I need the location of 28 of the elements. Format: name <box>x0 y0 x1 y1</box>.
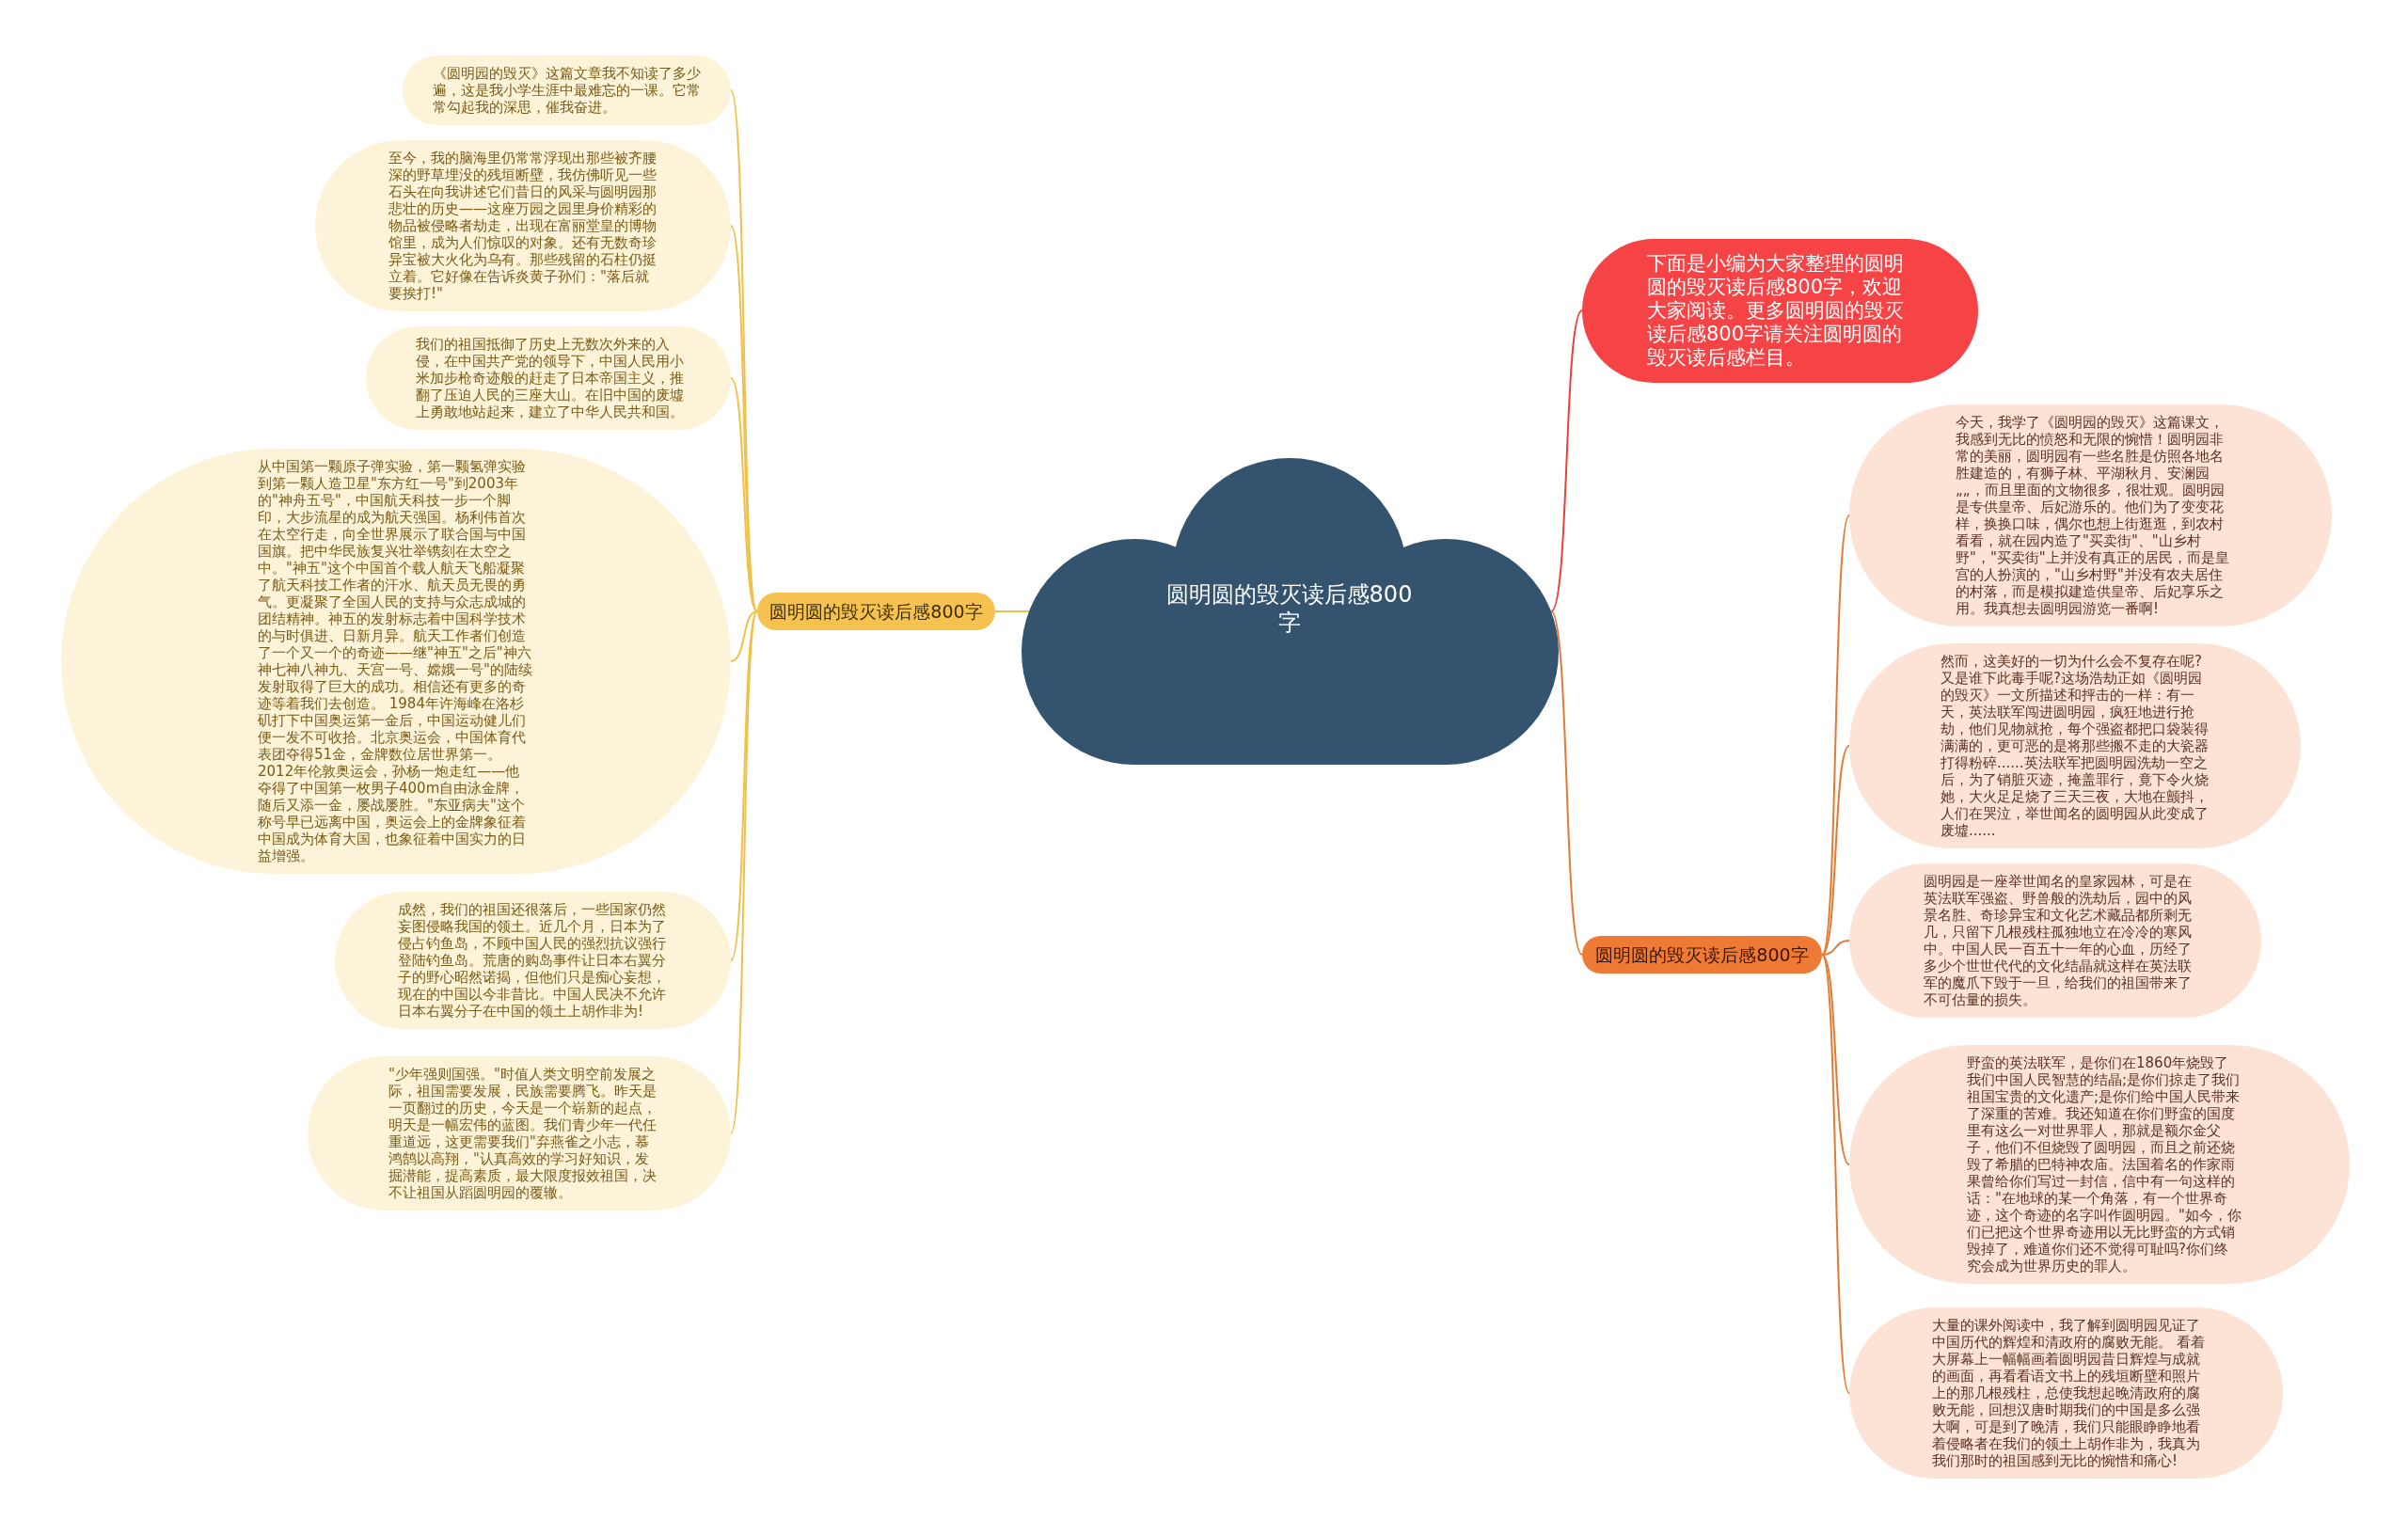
connector-line <box>1821 940 1850 956</box>
connector-line <box>1821 515 1850 956</box>
note-bubble: 然而，这美好的一切为什么会不复存在呢?又是谁下此毒手呢?这场浩劫正如《圆明园的毁灭》一文所描述和抨击的一样：有一天，英法联军闯进圆明园，疯狂地进行抢劫，他们见物就抢，每个强盗都把口袋装得满满的，更可恶的是将那些搬不走的大瓷器打得粉碎......英法联军把圆明园洗劫一空之后，为了销脏灭迹，掩盖罪行，竟下令火烧她，大火足足烧了三天三夜，大地在颤抖，人们在哭泣，举世闻名的圆明园从此变成了废墟...... <box>1849 643 2301 848</box>
connector-line <box>730 610 758 1134</box>
connector-line <box>730 610 758 961</box>
note-bubble: 至今，我的脑海里仍常常浮现出那些被齐腰深的野草埋没的残垣断壁，我仿佛听见一些石头在向我讲述它们昔日的风采与圆明园那悲壮的历史——这座万园之园里身价精彩的物品被侵略者劫走，出现在富丽堂皇的博物馆里，成为人们惊叹的对象。还有无数奇珍异宝被大火化为乌有。那些残留的石柱仍挺立着。它好像在告诉炎黄子孙们："落后就要挨打!" <box>315 140 731 311</box>
connector-line <box>1821 954 1850 1165</box>
connector-line <box>1821 745 1850 956</box>
note-bubble: 我们的祖国抵御了历史上无数次外来的入侵，在中国共产党的领导下，中国人民用小米加步枪奇迹般的赶走了日本帝国主义，推翻了压迫人民的三座大山。在旧中国的废墟上勇敢地站起来，建立了中华人民共和国。 <box>366 326 731 430</box>
connector-line <box>730 225 758 612</box>
branch-label: 圆明圆的毁灭读后感800字 <box>1582 936 1822 974</box>
note-bubble: 《圆明园的毁灭》这篇文章我不知读了多少遍，这是我小学生涯中最难忘的一课。它常常勾起我的深思，催我奋进。 <box>403 55 731 125</box>
connector-line <box>730 377 758 612</box>
connector-line <box>1821 954 1850 1394</box>
note-bubble: 成然，我们的祖国还很落后，一些国家仍然妄图侵略我国的领土。近几个月，日本为了侵占钓鱼岛，不顾中国人民的强烈抗议强行登陆钓鱼岛。荒唐的购岛事件让日本右翼分子的野心昭然诺揭，但他们只是痴心妄想，现在的中国以今非昔比。中国人民决不允许日本右翼分子在中国的领土上胡作非为! <box>335 892 731 1029</box>
topic-title: 圆明圆的毁灭读后感800字 <box>1164 580 1414 637</box>
note-bubble: 野蛮的英法联军，是你们在1860年烧毁了我们中国人民智慧的结晶;是你们掠走了我们祖国宝贵的文化遗产;是你们给中国人民带来了深重的苦难。我还知道在你们野蛮的国度里有这么一对世界罪人，那就是额尔金父子，他们不但烧毁了圆明园，而且之前还烧毁了希腊的巴特神农庙。法国着名的作家雨果曾给你们写过一封信，信中有一句这样的话："在地球的某一个角落，有一个世界奇迹，这个奇迹的名字叫作圆明园。"如今，你们已把这个世界奇迹用以无比野蛮的方式销毁掉了，难道你们还不觉得可耻吗?你们终究会成为世界历史的罪人。 <box>1849 1045 2350 1284</box>
note-bubble: 圆明园是一座举世闻名的皇家园林，可是在英法联军强盗、野兽般的洗劫后，园中的风景名胜、奇珍异宝和文化艺术藏品都所剩无几，只留下几根残柱孤独地立在冷冷的寒风中。中国人民一百五十一年的心血，历经了多少个世世代代的文化结晶就这样在英法联军的魔爪下毁于一旦，给我们的祖国带来了不可估量的损失。 <box>1849 863 2261 1018</box>
note-bubble: 今天，我学了《圆明园的毁灭》这篇课文，我感到无比的愤怒和无限的惋惜！圆明园非常的美丽，圆明园有一些名胜是仿照各地名胜建造的，有狮子林、平湖秋月、安澜园„„，而且里面的文物很多，很壮观。圆明园是专供皇帝、后妃游乐的。他们为了变变花样，换换口味，偶尔也想上街逛逛，到农村看看，就在园内造了"买卖街"、"山乡村野"，"买卖街"上并没有真正的居民，而是皇宫的人扮演的，"山乡村野"并没有农夫居住的村落，而是模拟建造供皇帝、后妃享乐之用。我真想去圆明园游览一番啊! <box>1849 404 2332 626</box>
branch-label: 圆明圆的毁灭读后感800字 <box>757 593 995 630</box>
connector-line <box>1550 610 1583 956</box>
connector-line <box>994 610 1030 612</box>
intro-bubble: 下面是小编为大家整理的圆明圆的毁灭读后感800字，欢迎大家阅读。更多圆明圆的毁灭读后感800字请关注圆明圆的毁灭读后感栏目。 <box>1582 238 1978 383</box>
connector-line <box>1550 309 1583 612</box>
connector-line <box>730 610 758 662</box>
note-bubble: "少年强则国强。"时值人类文明空前发展之际，祖国需要发展，民族需要腾飞。昨天是一页翻过的历史，今天是一个崭新的起点，明天是一幅宏伟的蓝图。我们青少年一代任重道远，这更需要我们"弃燕雀之小志，慕鸿鹄以高翔，"认真高效的学习好知识，发掘潜能，提高素质，最大限度报效祖国，决不让祖国从蹈圆明园的覆辙。 <box>308 1056 731 1211</box>
note-bubble: 大量的课外阅读中，我了解到圆明园见证了中国历代的辉煌和清政府的腐败无能。 看着大屏幕上一幅幅画着圆明园昔日辉煌与成就的画面，再看看语文书上的残垣断壁和照片上的那几根残柱，总使我想起晚清政府的腐败无能，回想汉唐时期我们的中国是多么强大啊，可是到了晚清，我们只能眼睁睁地看着侵略者在我们的领土上胡作非为，我真为我们那时的祖国感到无比的惋惜和痛心! <box>1849 1307 2283 1479</box>
note-bubble: 从中国第一颗原子弹实验，第一颗氢弹实验到第一颗人造卫星"东方红一号"到2003年的"神舟五号"，中国航天科技一步一个脚印，大步流星的成为航天强国。杨利伟首次在太空行走，向全世界展示了联合国与中国国旗。把中华民族复兴壮举镌刻在太空之中。"神五"这个中国首个载人航天飞船凝聚了航天科技工作者的汗水、航天员无畏的勇气。更凝聚了全国人民的支持与众志成城的团结精神。神五的发射标志着中国科学技术的与时俱进、日新月异。航天工作者们创造了一个又一个的奇迹——继"神五"之后"神六神七神八神九、天宫一号、嫦娥一号"的陆续发射取得了巨大的成功。相信还有更多的奇迹等着我们去创造。 1984年许海峰在洛杉矶打下中国奥运第一金后，中国运动健儿们便一发不可收拾。北京奥运会，中国体育代表团夺得51金，金牌数位居世界第一。2012年伦敦奥运会，孙杨一炮走红——他夺得了中国第一枚男子400m自由泳金牌，随后又添一金，屡战屡胜。"东亚病夫"这个称号早已远离中国，奥运会上的金牌象征着中国成为体育大国，也象征着中国实力的日益增强。 <box>61 449 731 874</box>
